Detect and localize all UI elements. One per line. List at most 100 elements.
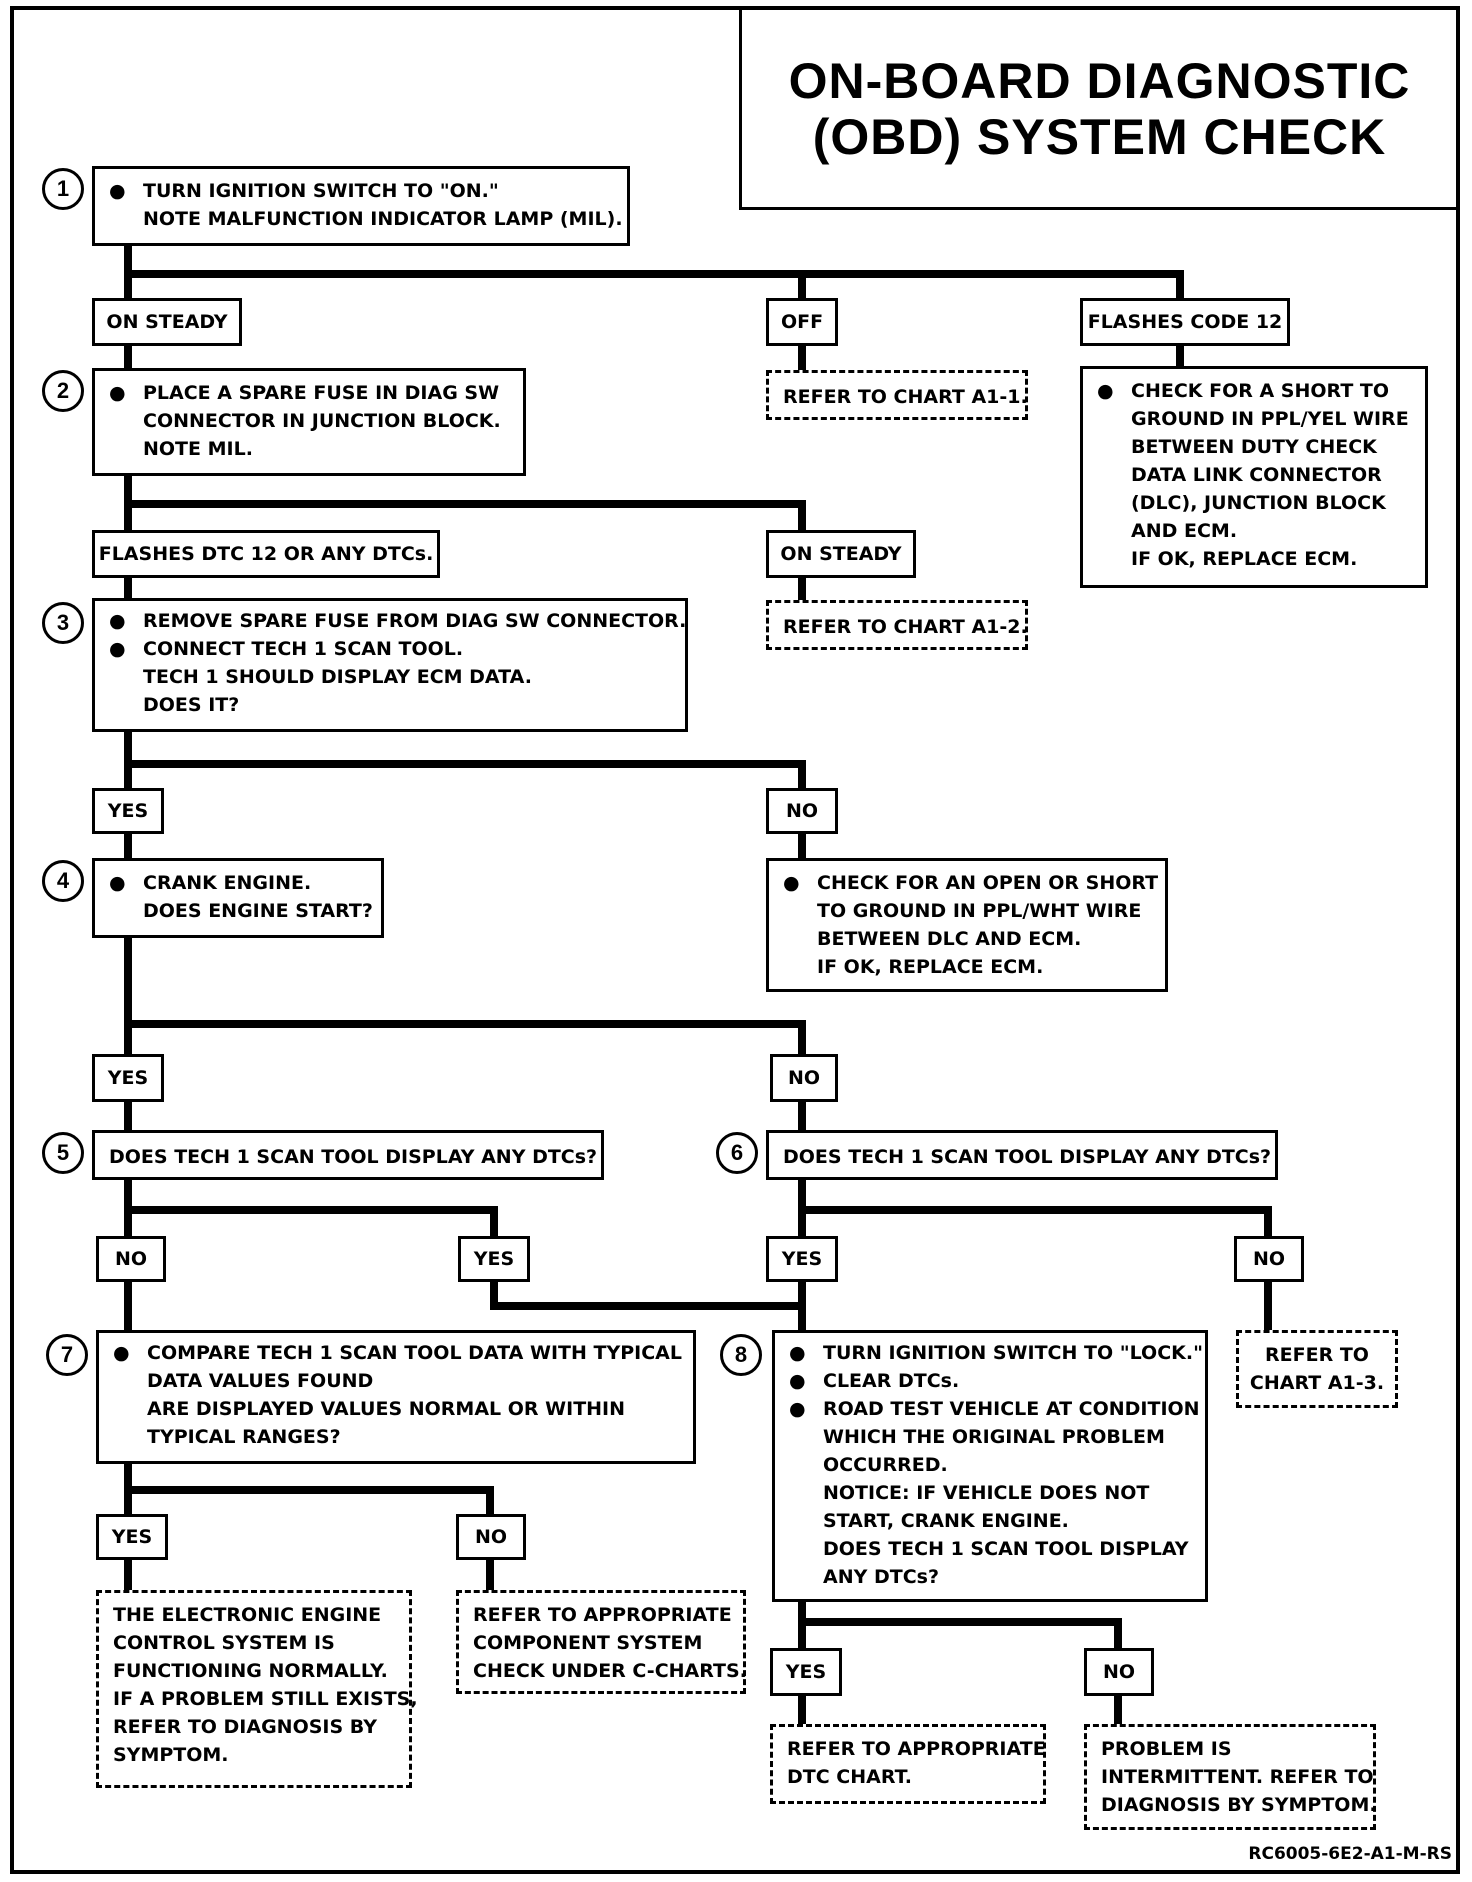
step-7-number: 7 <box>46 1334 88 1376</box>
step-6-number: 6 <box>716 1132 758 1174</box>
functioning-normally-line-5: REFER TO DIAGNOSIS BY <box>113 1716 377 1738</box>
step-3-number: 3 <box>42 602 84 644</box>
short-ppl-yel-line-3: BETWEEN DUTY CHECK <box>1131 436 1377 458</box>
refer-chart-a1-2: REFER TO CHART A1-2. <box>766 600 1028 650</box>
step-7-line-3: ARE DISPLAYED VALUES NORMAL OR WITHIN <box>147 1398 626 1420</box>
step-8-line-7: START, CRANK ENGINE. <box>823 1510 1069 1532</box>
dtc-chart-box: REFER TO APPROPRIATE DTC CHART. <box>770 1724 1046 1804</box>
title-line-1: ON-BOARD DIAGNOSTIC <box>788 52 1411 109</box>
step-3-line-3: TECH 1 SHOULD DISPLAY ECM DATA. <box>143 666 532 688</box>
step-4-line-1: CRANK ENGINE. <box>143 872 312 894</box>
open-ppl-wht-line-3: BETWEEN DLC AND ECM. <box>817 928 1082 950</box>
step-8-line-3: ROAD TEST VEHICLE AT CONDITION <box>823 1398 1200 1420</box>
step-8-line-8: DOES TECH 1 SCAN TOOL DISPLAY <box>823 1538 1189 1560</box>
functioning-normally-line-2: CONTROL SYSTEM IS <box>113 1632 335 1654</box>
step-1-line-1: TURN IGNITION SWITCH TO "ON." <box>143 180 499 202</box>
short-ppl-yel-box: ●CHECK FOR A SHORT TO GROUND IN PPL/YEL … <box>1080 366 1428 588</box>
open-ppl-wht-line-1: CHECK FOR AN OPEN OR SHORT <box>817 872 1159 894</box>
step-1-line-2: NOTE MALFUNCTION INDICATOR LAMP (MIL). <box>143 208 623 230</box>
step-3-line-4: DOES IT? <box>143 694 240 716</box>
step-2-number: 2 <box>42 370 84 412</box>
functioning-normally-line-1: THE ELECTRONIC ENGINE <box>113 1604 382 1626</box>
step-7-box: ●COMPARE TECH 1 SCAN TOOL DATA WITH TYPI… <box>96 1330 696 1464</box>
step-7-line-4: TYPICAL RANGES? <box>147 1426 341 1448</box>
branch-off: OFF <box>766 298 838 346</box>
step-5-box: DOES TECH 1 SCAN TOOL DISPLAY ANY DTCs? <box>92 1130 604 1180</box>
step-3-box: ●REMOVE SPARE FUSE FROM DIAG SW CONNECTO… <box>92 598 688 732</box>
step-2-line-3: NOTE MIL. <box>143 438 253 460</box>
branch-yes-4: YES <box>92 1054 164 1102</box>
short-ppl-yel-line-5: (DLC), JUNCTION BLOCK <box>1131 492 1386 514</box>
open-ppl-wht-line-2: TO GROUND IN PPL/WHT WIRE <box>817 900 1142 922</box>
branch-no-3: NO <box>766 788 838 834</box>
functioning-normally-line-6: SYMPTOM. <box>113 1744 229 1766</box>
step-8-line-9: ANY DTCs? <box>823 1566 939 1588</box>
step-4-box: ●CRANK ENGINE. DOES ENGINE START? <box>92 858 384 938</box>
step-2-line-2: CONNECTOR IN JUNCTION BLOCK. <box>143 410 501 432</box>
step-3-line-2: CONNECT TECH 1 SCAN TOOL. <box>143 638 464 660</box>
branch-no-8: NO <box>1084 1648 1154 1696</box>
page-frame <box>10 6 1460 1874</box>
step-4-number: 4 <box>42 860 84 902</box>
intermittent-line-1: PROBLEM IS <box>1101 1738 1232 1760</box>
branch-yes-7: YES <box>96 1514 168 1560</box>
functioning-normally-line-3: FUNCTIONING NORMALLY. <box>113 1660 388 1682</box>
step-2-line-1: PLACE A SPARE FUSE IN DIAG SW <box>143 382 500 404</box>
step-7-line-2: DATA VALUES FOUND <box>147 1370 374 1392</box>
open-ppl-wht-box: ●CHECK FOR AN OPEN OR SHORT TO GROUND IN… <box>766 858 1168 992</box>
title-box: ON-BOARD DIAGNOSTIC (OBD) SYSTEM CHECK <box>739 10 1457 210</box>
short-ppl-yel-line-7: IF OK, REPLACE ECM. <box>1131 548 1358 570</box>
branch-yes-6: YES <box>766 1236 838 1282</box>
step-8-line-5: OCCURRED. <box>823 1454 948 1476</box>
step-2-box: ●PLACE A SPARE FUSE IN DIAG SW CONNECTOR… <box>92 368 526 476</box>
branch-on-steady-1: ON STEADY <box>92 298 242 346</box>
step-5-text: DOES TECH 1 SCAN TOOL DISPLAY ANY DTCs? <box>109 1146 598 1168</box>
branch-no-5: NO <box>96 1236 166 1282</box>
branch-no-6: NO <box>1234 1236 1304 1282</box>
step-1-box: ●TURN IGNITION SWITCH TO "ON." NOTE MALF… <box>92 166 630 246</box>
figure-code: RC6005-6E2-A1-M-RS <box>1248 1844 1452 1864</box>
branch-yes-5: YES <box>458 1236 530 1282</box>
functioning-normally-box: THE ELECTRONIC ENGINE CONTROL SYSTEM IS … <box>96 1590 418 1788</box>
title-line-2: (OBD) SYSTEM CHECK <box>812 108 1387 165</box>
step-3-line-1: REMOVE SPARE FUSE FROM DIAG SW CONNECTOR… <box>143 610 687 632</box>
intermittent-line-3: DIAGNOSIS BY SYMPTOM. <box>1101 1794 1377 1816</box>
step-6-text: DOES TECH 1 SCAN TOOL DISPLAY ANY DTCs? <box>783 1146 1272 1168</box>
step-8-number: 8 <box>720 1334 762 1376</box>
step-5-number: 5 <box>42 1132 84 1174</box>
intermittent-box: PROBLEM IS INTERMITTENT. REFER TO DIAGNO… <box>1084 1724 1377 1830</box>
refer-chart-a1-1-text: REFER TO CHART A1-1. <box>783 386 1028 408</box>
branch-flashes-code-12: FLASHES CODE 12 <box>1080 298 1290 346</box>
branch-yes-3: YES <box>92 788 164 834</box>
branch-no-4: NO <box>770 1054 838 1102</box>
component-check-box: REFER TO APPROPRIATE COMPONENT SYSTEM CH… <box>456 1590 747 1694</box>
dtc-chart-line-2: DTC CHART. <box>787 1766 912 1788</box>
refer-chart-a1-3-line-2: CHART A1-3. <box>1249 1372 1385 1394</box>
short-ppl-yel-line-1: CHECK FOR A SHORT TO <box>1131 380 1390 402</box>
intermittent-line-2: INTERMITTENT. REFER TO <box>1101 1766 1374 1788</box>
open-ppl-wht-line-4: IF OK, REPLACE ECM. <box>817 956 1044 978</box>
short-ppl-yel-line-6: AND ECM. <box>1131 520 1238 542</box>
component-check-line-3: CHECK UNDER C-CHARTS. <box>473 1660 747 1682</box>
step-8-box: ●TURN IGNITION SWITCH TO "LOCK." ●CLEAR … <box>772 1330 1208 1602</box>
refer-chart-a1-3-line-1: REFER TO <box>1265 1344 1369 1366</box>
short-ppl-yel-line-4: DATA LINK CONNECTOR <box>1131 464 1382 486</box>
step-8-line-4: WHICH THE ORIGINAL PROBLEM <box>823 1426 1165 1448</box>
branch-flashes-dtc: FLASHES DTC 12 OR ANY DTCs. <box>92 530 440 578</box>
functioning-normally-line-4: IF A PROBLEM STILL EXISTS, <box>113 1688 418 1710</box>
component-check-line-1: REFER TO APPROPRIATE <box>473 1604 732 1626</box>
dtc-chart-line-1: REFER TO APPROPRIATE <box>787 1738 1046 1760</box>
branch-no-7: NO <box>456 1514 526 1560</box>
refer-chart-a1-2-text: REFER TO CHART A1-2. <box>783 616 1028 638</box>
component-check-line-2: COMPONENT SYSTEM <box>473 1632 703 1654</box>
branch-on-steady-2: ON STEADY <box>766 530 916 578</box>
step-7-line-1: COMPARE TECH 1 SCAN TOOL DATA WITH TYPIC… <box>147 1342 682 1364</box>
step-4-line-2: DOES ENGINE START? <box>143 900 373 922</box>
step-8-line-2: CLEAR DTCs. <box>823 1370 960 1392</box>
short-ppl-yel-line-2: GROUND IN PPL/YEL WIRE <box>1131 408 1409 430</box>
branch-yes-8: YES <box>770 1648 842 1696</box>
step-1-number: 1 <box>42 168 84 210</box>
refer-chart-a1-3: REFER TO CHART A1-3. <box>1236 1330 1398 1408</box>
